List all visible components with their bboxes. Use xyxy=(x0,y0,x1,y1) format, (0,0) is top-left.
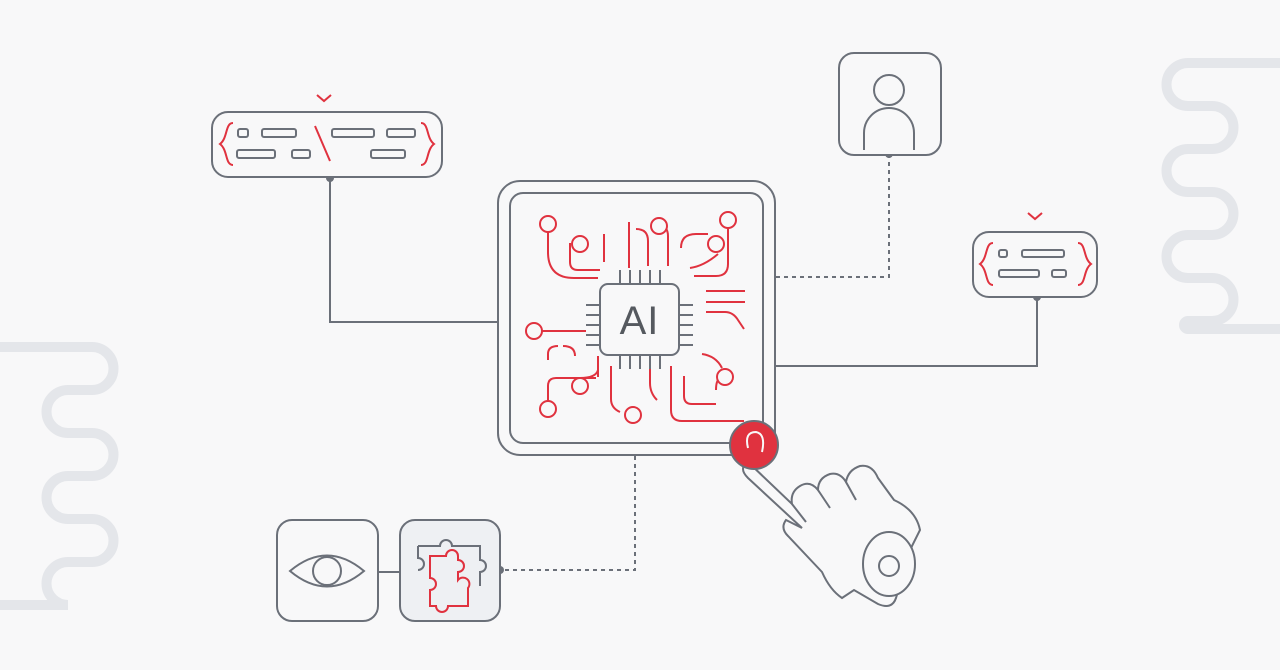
code-snippet-icon xyxy=(978,242,1093,286)
user-avatar-icon xyxy=(863,74,915,150)
chip-pins xyxy=(586,270,693,369)
eye-tile xyxy=(276,519,379,622)
connectors xyxy=(329,154,1038,573)
chevron-down-icon xyxy=(1027,212,1043,221)
chevron-down-icon xyxy=(316,94,332,103)
decor-wave-left xyxy=(0,342,119,610)
puzzle-tile xyxy=(399,519,501,622)
connector-top-right xyxy=(774,154,890,278)
code-card-right xyxy=(972,212,1098,298)
hand-cuff-button xyxy=(878,555,900,577)
ai-board: AI xyxy=(497,180,776,456)
connector-right xyxy=(774,297,1038,367)
circuit-nodes xyxy=(525,211,737,424)
eye-icon xyxy=(288,554,366,588)
puzzle-piece-icon xyxy=(417,539,487,613)
code-snippet-icon xyxy=(218,122,436,166)
click-indicator xyxy=(729,420,779,470)
connector-top-left xyxy=(329,178,500,323)
user-card xyxy=(838,52,942,156)
code-card-top-left xyxy=(211,94,443,178)
decor-wave-right xyxy=(1161,58,1280,334)
hand-pointer-icon xyxy=(729,420,922,607)
connector-bottom xyxy=(500,456,636,571)
ai-chip-label: AI xyxy=(620,299,660,343)
ai-chip xyxy=(599,283,680,356)
